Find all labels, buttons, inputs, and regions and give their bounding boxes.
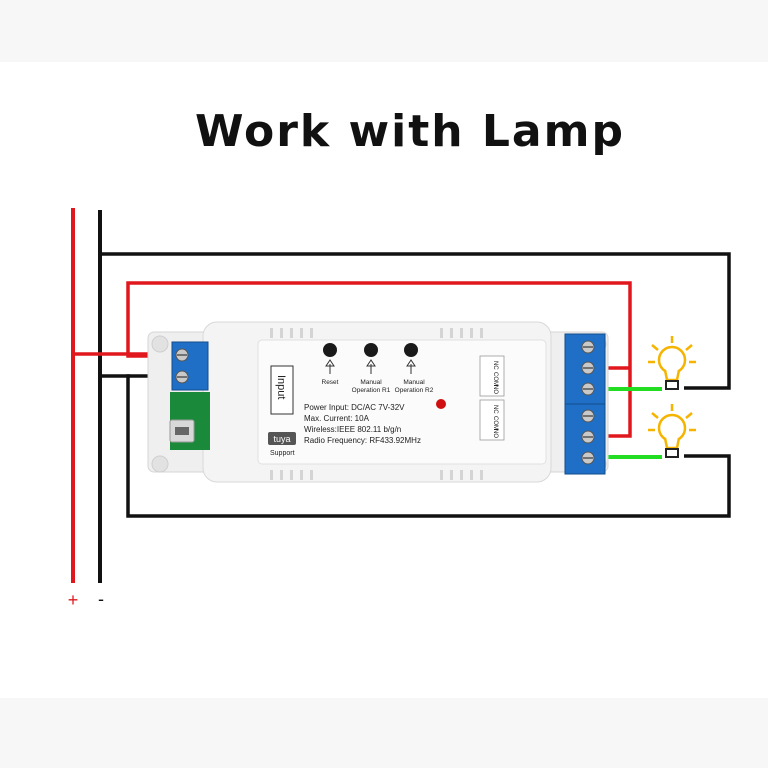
lightbulb-icon	[648, 336, 696, 390]
relay-label-com-1: COM	[492, 372, 498, 386]
r1-arrow-icon	[366, 359, 376, 374]
brand-badge	[268, 432, 296, 445]
relay-label-com-2: COM	[492, 416, 498, 430]
manual-r1-button[interactable]	[364, 343, 378, 357]
reset-button[interactable]	[323, 343, 337, 357]
input-label: Input	[275, 375, 287, 399]
negative-terminal-label: -	[98, 589, 104, 609]
negative-loop-wire	[100, 252, 731, 390]
usb-port-icon	[169, 419, 195, 443]
positive-loop-wire	[126, 281, 632, 438]
top-band	[0, 0, 768, 62]
relay-module	[147, 321, 609, 483]
reset-arrow-icon	[325, 359, 335, 374]
relay-label-no-1: NO	[492, 385, 498, 394]
relay-terminal-block-r2	[564, 403, 606, 475]
page-title: Work with Lamp	[195, 106, 625, 157]
bottom-band	[0, 698, 768, 768]
spec-radio-frequency: Radio Frequency: RF433.92MHz	[304, 436, 421, 445]
lightbulb-icon	[648, 404, 696, 458]
relay-label-nc-2: NC	[492, 405, 498, 414]
status-led	[436, 399, 446, 409]
manual-r2-label-line2: Operation R2	[395, 387, 434, 394]
reset-label: Reset	[322, 379, 339, 386]
brand-support: Support	[270, 450, 295, 457]
relay-label-no-2: NO	[492, 429, 498, 438]
spec-max-current: Max. Current: 10A	[304, 414, 370, 423]
manual-r1-label-line1: Manual	[360, 379, 382, 386]
negative-return-wire	[126, 374, 731, 518]
input-terminal-block	[171, 341, 209, 391]
relay-label-nc-1: NC	[492, 361, 498, 370]
brand-name: tuya	[273, 434, 290, 444]
positive-terminal-label: +	[68, 590, 79, 610]
manual-r2-button[interactable]	[404, 343, 418, 357]
input-label-box	[270, 365, 294, 415]
spec-wireless: Wireless:IEEE 802.11 b/g/n	[304, 425, 401, 434]
r2-arrow-icon	[406, 359, 416, 374]
spec-power-input: Power Input: DC/AC 7V-32V	[304, 403, 405, 412]
manual-r1-label-line2: Operation R1	[352, 387, 391, 394]
manual-r2-label-line1: Manual	[403, 379, 425, 386]
relay-terminal-block-r1	[564, 333, 606, 405]
